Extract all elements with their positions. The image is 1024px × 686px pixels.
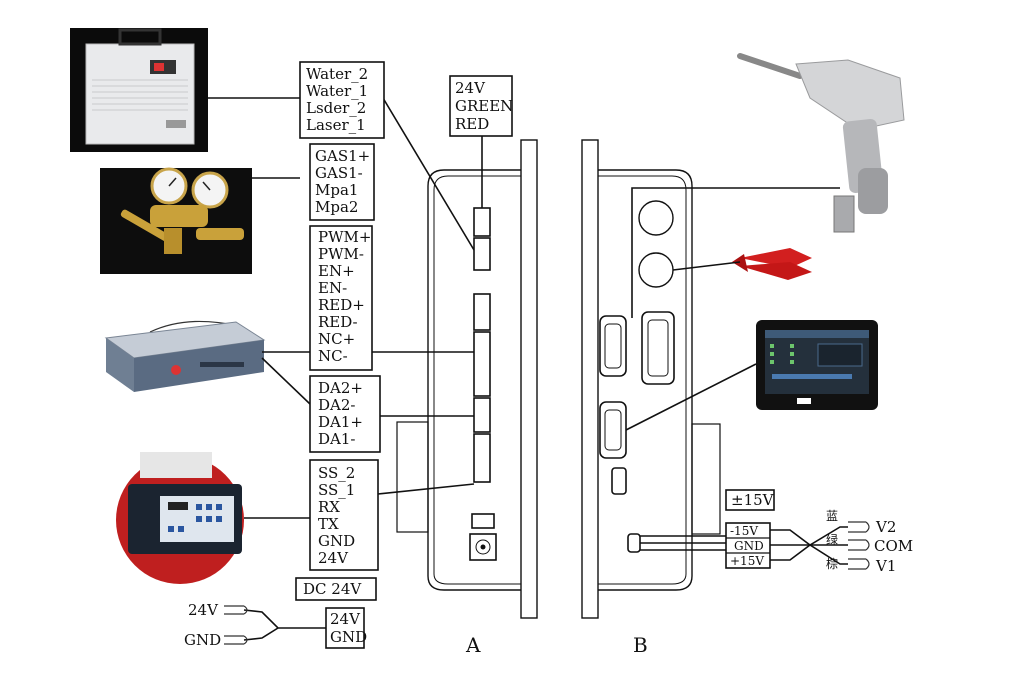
terminal-24v: 24V — [318, 549, 349, 567]
fiber-laser-source-image — [104, 320, 266, 392]
dc-input-24v: 24V — [188, 601, 219, 619]
power-green: GREEN — [455, 97, 513, 115]
terminal-pwm-plus: PWM+ — [318, 228, 371, 246]
terminal-ss-2: SS_2 — [318, 464, 355, 482]
terminal-ss-1: SS_1 — [318, 481, 355, 499]
wires — [208, 97, 848, 641]
gas-regulator-image — [100, 167, 252, 274]
touch-screen-image — [756, 320, 878, 410]
dc-24v-label-box: DC 24V — [295, 577, 377, 601]
cable-color-green: 绿 — [826, 532, 838, 547]
terminal-mpa2: Mpa2 — [315, 198, 358, 216]
chiller-terminal-box: Water_2 Water_1 Lsder_2 Laser_1 — [299, 61, 385, 139]
welding-gun-image — [737, 53, 905, 233]
terminal-da2-plus: DA2+ — [318, 379, 363, 397]
gas-terminal-box: GAS1+ GAS1- Mpa1 Mpa2 — [309, 143, 375, 221]
terminal-en-plus: EN+ — [318, 262, 355, 280]
dc-input-box: 24V GND — [325, 607, 367, 649]
terminal-en-minus: EN- — [318, 279, 347, 297]
terminal-mpa1: Mpa1 — [315, 181, 358, 199]
panel-label-a: A — [465, 633, 481, 657]
serial-terminal-box: SS_2 SS_1 RX TX GND 24V — [309, 459, 379, 571]
laser-control-terminal-box: PWM+ PWM- EN+ EN- RED+ RED- NC+ NC- — [309, 225, 373, 371]
terminal-red-minus: RED- — [318, 313, 358, 331]
dc-input-gnd: GND — [184, 631, 221, 649]
terminal-da1-minus: DA1- — [318, 430, 355, 448]
terminal-laser-1: Laser_1 — [306, 116, 366, 134]
terminal-tx: TX — [318, 515, 339, 533]
terminal-rx: RX — [318, 498, 340, 516]
terminal-nc-plus: NC+ — [318, 330, 355, 348]
output-v2: V2 — [875, 518, 896, 536]
cable-color-blue: 蓝 — [826, 509, 838, 523]
power-24v: 24V — [455, 79, 486, 97]
pm15v-row-minus: -15V — [730, 524, 758, 538]
analog-terminal-box: DA2+ DA2- DA1+ DA1- — [309, 375, 381, 453]
terminal-da1-plus: DA1+ — [318, 413, 363, 431]
wire-feeder-image — [116, 452, 244, 584]
terminal-water-1: Water_1 — [306, 82, 368, 100]
water-chiller-image — [70, 28, 208, 152]
power-status-box: 24V GREEN RED — [449, 75, 513, 137]
terminal-gas1-plus: GAS1+ — [315, 147, 370, 165]
cable-color-brown: 棕 — [826, 556, 838, 571]
terminal-water-2: Water_2 — [306, 65, 368, 83]
terminal-gnd: GND — [318, 532, 355, 550]
terminal-pwm-minus: PWM- — [318, 245, 364, 263]
panel-label-b: B — [633, 633, 648, 657]
power-red: RED — [455, 115, 489, 133]
dc-input-terminals: 24V GND — [184, 601, 248, 649]
dc-box-24v: 24V — [330, 610, 361, 628]
terminal-nc-minus: NC- — [318, 347, 348, 365]
terminal-lsder-2: Lsder_2 — [306, 99, 366, 117]
pm15v-label-box: ±15V — [725, 489, 775, 511]
ground-clamp-image — [732, 248, 812, 280]
dc-24v-label: DC 24V — [303, 580, 362, 598]
pm15v-rows-box: -15V GND +15V — [725, 522, 771, 569]
pm15v-row-plus: +15V — [730, 554, 764, 568]
panel-b-controller — [581, 139, 721, 619]
cable-outputs: 蓝 绿 棕 V2 COM V1 — [826, 509, 913, 575]
output-com: COM — [874, 537, 913, 555]
pm15v-row-gnd: GND — [734, 539, 764, 553]
output-v1: V1 — [875, 557, 896, 575]
pm15v-label: ±15V — [731, 491, 775, 509]
terminal-gas1-minus: GAS1- — [315, 164, 363, 182]
panel-a-controller — [396, 139, 538, 619]
terminal-da2-minus: DA2- — [318, 396, 355, 414]
dc-box-gnd: GND — [330, 628, 367, 646]
terminal-red-plus: RED+ — [318, 296, 365, 314]
